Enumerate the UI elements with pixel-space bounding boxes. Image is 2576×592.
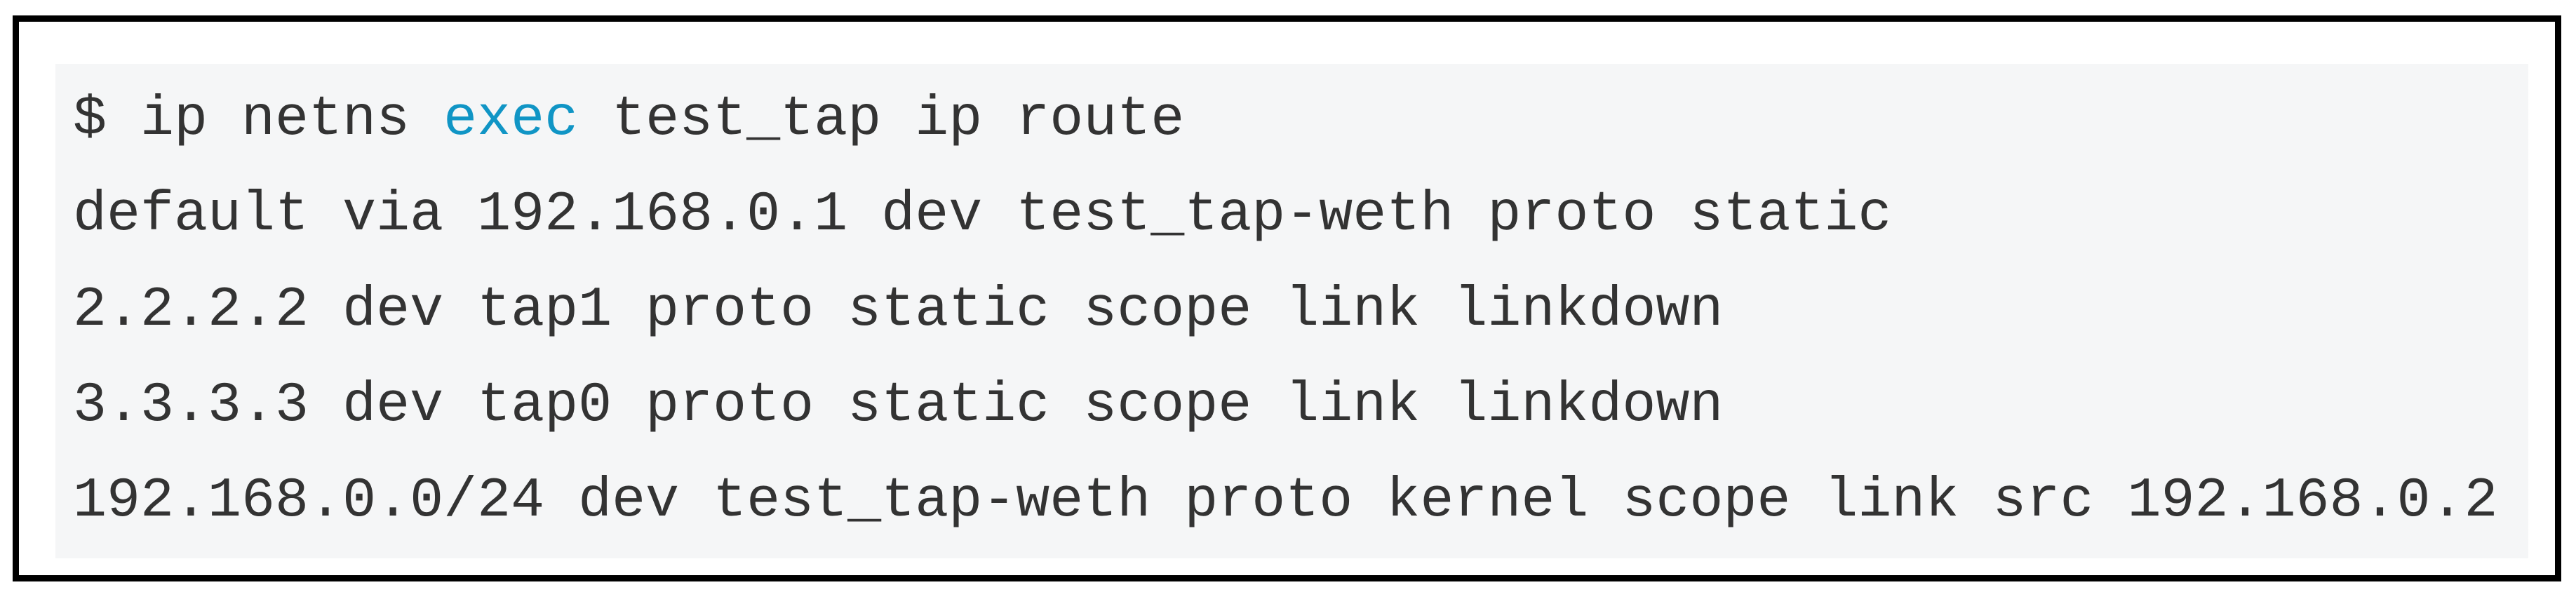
command-prefix: $ ip netns [73, 88, 444, 152]
route-output-line-default: default via 192.168.0.1 dev test_tap-wet… [73, 183, 1892, 247]
command-suffix: test_tap ip route [578, 88, 1185, 152]
command-keyword-exec: exec [443, 88, 579, 152]
command-line: $ ip netns exec test_tap ip route [73, 72, 2528, 168]
route-output-line-tap1: 2.2.2.2 dev tap1 proto static scope link… [73, 278, 1724, 342]
route-output-line-subnet: 192.168.0.0/24 dev test_tap-weth proto k… [73, 469, 2498, 533]
terminal-code-block: $ ip netns exec test_tap ip route defaul… [55, 64, 2528, 558]
screenshot-frame: $ ip netns exec test_tap ip route defaul… [13, 15, 2561, 581]
route-output-line-tap0: 3.3.3.3 dev tap0 proto static scope link… [73, 374, 1724, 438]
